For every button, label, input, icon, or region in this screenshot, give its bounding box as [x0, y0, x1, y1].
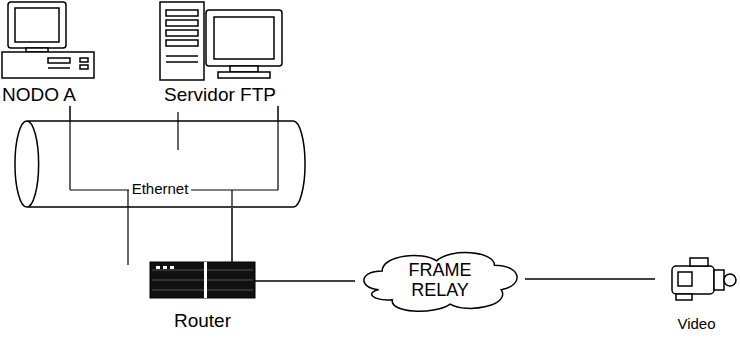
- node-label: Ethernet: [129, 181, 192, 198]
- router-icon: [150, 262, 255, 298]
- network-link: [255, 280, 355, 282]
- workstation-node: NODO A: [0, 0, 100, 106]
- node-label: FRAME RELAY: [404, 261, 476, 301]
- server-node: Servidor FTP: [150, 0, 290, 106]
- network-link: [525, 278, 655, 280]
- camera-icon: [672, 258, 736, 300]
- cloud-node: FRAME RELAY: [355, 245, 525, 317]
- network-link: [231, 208, 233, 262]
- network-link: [69, 106, 71, 120]
- node-label: Router: [174, 311, 231, 332]
- node-label: Servidor FTP: [164, 85, 276, 106]
- workstation-icon: [2, 2, 94, 78]
- node-label: Video: [677, 316, 715, 333]
- router-node: Router: [150, 262, 255, 332]
- node-label: NODO A: [2, 85, 76, 106]
- camera-node: Video: [655, 256, 738, 332]
- ethernet-wiring: [70, 112, 278, 265]
- network-link: [277, 106, 279, 120]
- ethernet-bus: Ethernet: [12, 120, 308, 208]
- server-icon: [160, 2, 282, 80]
